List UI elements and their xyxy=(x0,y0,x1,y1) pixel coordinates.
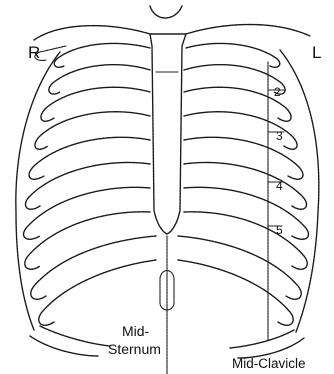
mid-clavicle-label: Mid-Clavicle xyxy=(232,356,306,371)
left-ribs xyxy=(178,43,308,358)
sternum xyxy=(150,34,186,234)
rib-number-3: 3 xyxy=(276,129,283,143)
mid-sternum-label-line2: Sternum xyxy=(108,341,161,357)
rib-number-4: 4 xyxy=(276,179,283,193)
left-outer-edge xyxy=(280,50,319,332)
right-ribs xyxy=(24,43,156,356)
neck-curve xyxy=(150,6,182,18)
left-clavicle xyxy=(186,25,310,37)
mid-sternum-label-line1: Mid- xyxy=(122,323,150,339)
left-side-label: L xyxy=(312,43,321,62)
rib-number-2: 2 xyxy=(274,85,281,99)
right-clavicle xyxy=(34,26,150,40)
rib-number-5: 5 xyxy=(276,223,283,237)
right-side-label: R xyxy=(28,43,40,62)
